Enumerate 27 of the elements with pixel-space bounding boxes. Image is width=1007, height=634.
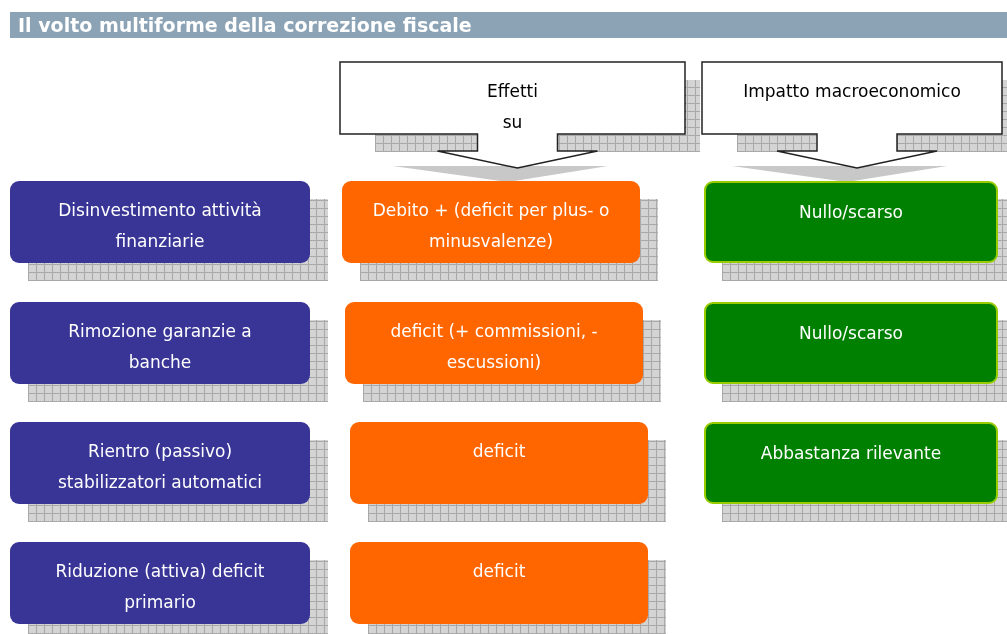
callout-box (702, 62, 1002, 168)
action-box (10, 542, 310, 624)
box-text: Rientro (passivo) stabilizzatori automatici (56, 440, 263, 494)
title-bar: Il volto multiforme della correzione fiscale (10, 12, 1007, 38)
box-text: Riduzione (attiva) deficit primario (54, 560, 266, 614)
action-box (10, 181, 310, 263)
box-text: Disinvestimento attività finanziarie (57, 199, 263, 253)
callout-box (340, 62, 685, 168)
effect-box (350, 422, 648, 504)
box-text: deficit (+ commissioni, - escussioni) (389, 320, 599, 374)
effect-box (350, 542, 648, 624)
box-text: Debito + (deficit per plus- o minusvalenze) (371, 199, 611, 253)
impact-box (704, 422, 998, 504)
box-text: deficit (471, 440, 527, 463)
column-heading: Impatto macroeconomico (742, 80, 962, 103)
box-text: deficit (471, 560, 527, 583)
action-box (10, 422, 310, 504)
action-box (10, 302, 310, 384)
box-text: Abbastanza rilevante (759, 442, 943, 465)
box-text: Rimozione garanzie a banche (67, 320, 253, 374)
effect-box (345, 302, 643, 384)
impact-box (704, 181, 998, 263)
box-text: Nullo/scarso (798, 322, 904, 345)
column-heading: Effetti su (486, 80, 539, 134)
box-text: Nullo/scarso (798, 201, 904, 224)
impact-box (704, 302, 998, 384)
effect-box (342, 181, 640, 263)
